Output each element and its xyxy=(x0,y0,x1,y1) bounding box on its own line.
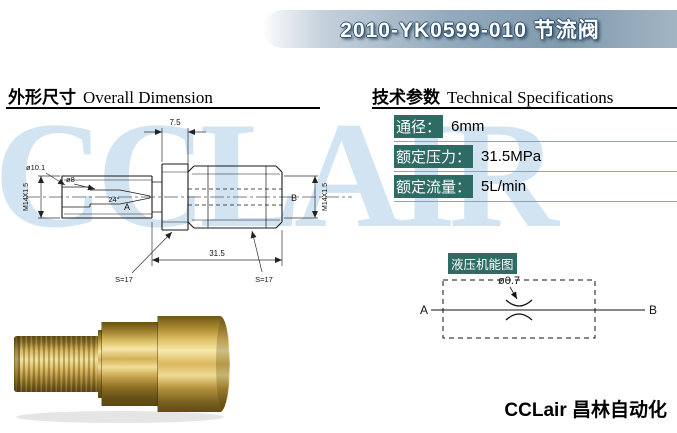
dim-7-5: 7.5 xyxy=(169,118,181,127)
brass-fitting xyxy=(14,316,230,412)
spec-row-flow: 额定流量： 5L/min xyxy=(394,172,677,202)
drawing-port-a: A xyxy=(124,202,130,212)
drawing-port-b: B xyxy=(291,193,297,203)
spec-label: 额定流量： xyxy=(394,175,474,198)
page-title: 2010-YK0599-010 节流阀 xyxy=(340,19,600,42)
technical-specs-zh: 技术参数 xyxy=(372,88,440,107)
port-a-label: A xyxy=(420,303,428,317)
hydraulic-symbol xyxy=(431,279,645,339)
overall-dimension-drawing: 7.5 31.5 S=17 S=17 ø10.1 ø8 24° M14X1.5 … xyxy=(23,118,352,284)
dim-thread-right: M14X1.5 xyxy=(322,183,329,211)
technical-specs-en: Technical Specifications xyxy=(447,88,614,107)
hydraulic-function-diagram: ø0.7 A B xyxy=(420,275,657,339)
spec-list: 通径： 6mm 额定压力： 31.5MPa 额定流量： 5L/min xyxy=(394,112,677,202)
orifice-dimension: ø0.7 xyxy=(498,275,520,287)
left-header-rule xyxy=(6,107,320,109)
photo-shadow xyxy=(16,411,224,423)
dim-cone-angle: 24° xyxy=(108,195,119,204)
spec-row-diameter: 通径： 6mm xyxy=(394,112,677,142)
brand-footer: CCLair 昌林自动化 xyxy=(504,400,667,421)
spec-value: 6mm xyxy=(451,118,485,135)
hydraulic-diagram-title: 液压机能图 xyxy=(448,253,517,274)
spec-row-pressure: 额定压力： 31.5MPa xyxy=(394,142,677,172)
port-b-label: B xyxy=(649,303,657,317)
overall-dimension-en: Overall Dimension xyxy=(83,88,213,107)
spec-value: 5L/min xyxy=(481,178,527,195)
product-photo xyxy=(14,316,230,423)
overall-dimension-header: 外形尺寸 Overall Dimension xyxy=(8,83,213,108)
dim-s17-left: S=17 xyxy=(115,275,133,284)
dim-s17-right: S=17 xyxy=(255,275,273,284)
overall-dimension-zh: 外形尺寸 xyxy=(8,88,76,107)
title-bar: 2010-YK0599-010 节流阀 xyxy=(263,10,677,48)
dimension-lines xyxy=(38,128,318,274)
spec-value: 31.5MPa xyxy=(481,148,542,165)
dim-thread-left: M14X1.5 xyxy=(23,183,30,211)
dim-bore-minor: ø8 xyxy=(66,175,75,184)
spec-label: 通径： xyxy=(394,115,444,138)
spec-label: 额定压力： xyxy=(394,145,474,168)
right-header-rule xyxy=(372,107,677,109)
dim-bore-major: ø10.1 xyxy=(26,163,45,172)
valve-body-outline xyxy=(61,163,283,231)
technical-specs-header: 技术参数 Technical Specifications xyxy=(372,83,613,108)
dim-31-5: 31.5 xyxy=(209,249,225,258)
